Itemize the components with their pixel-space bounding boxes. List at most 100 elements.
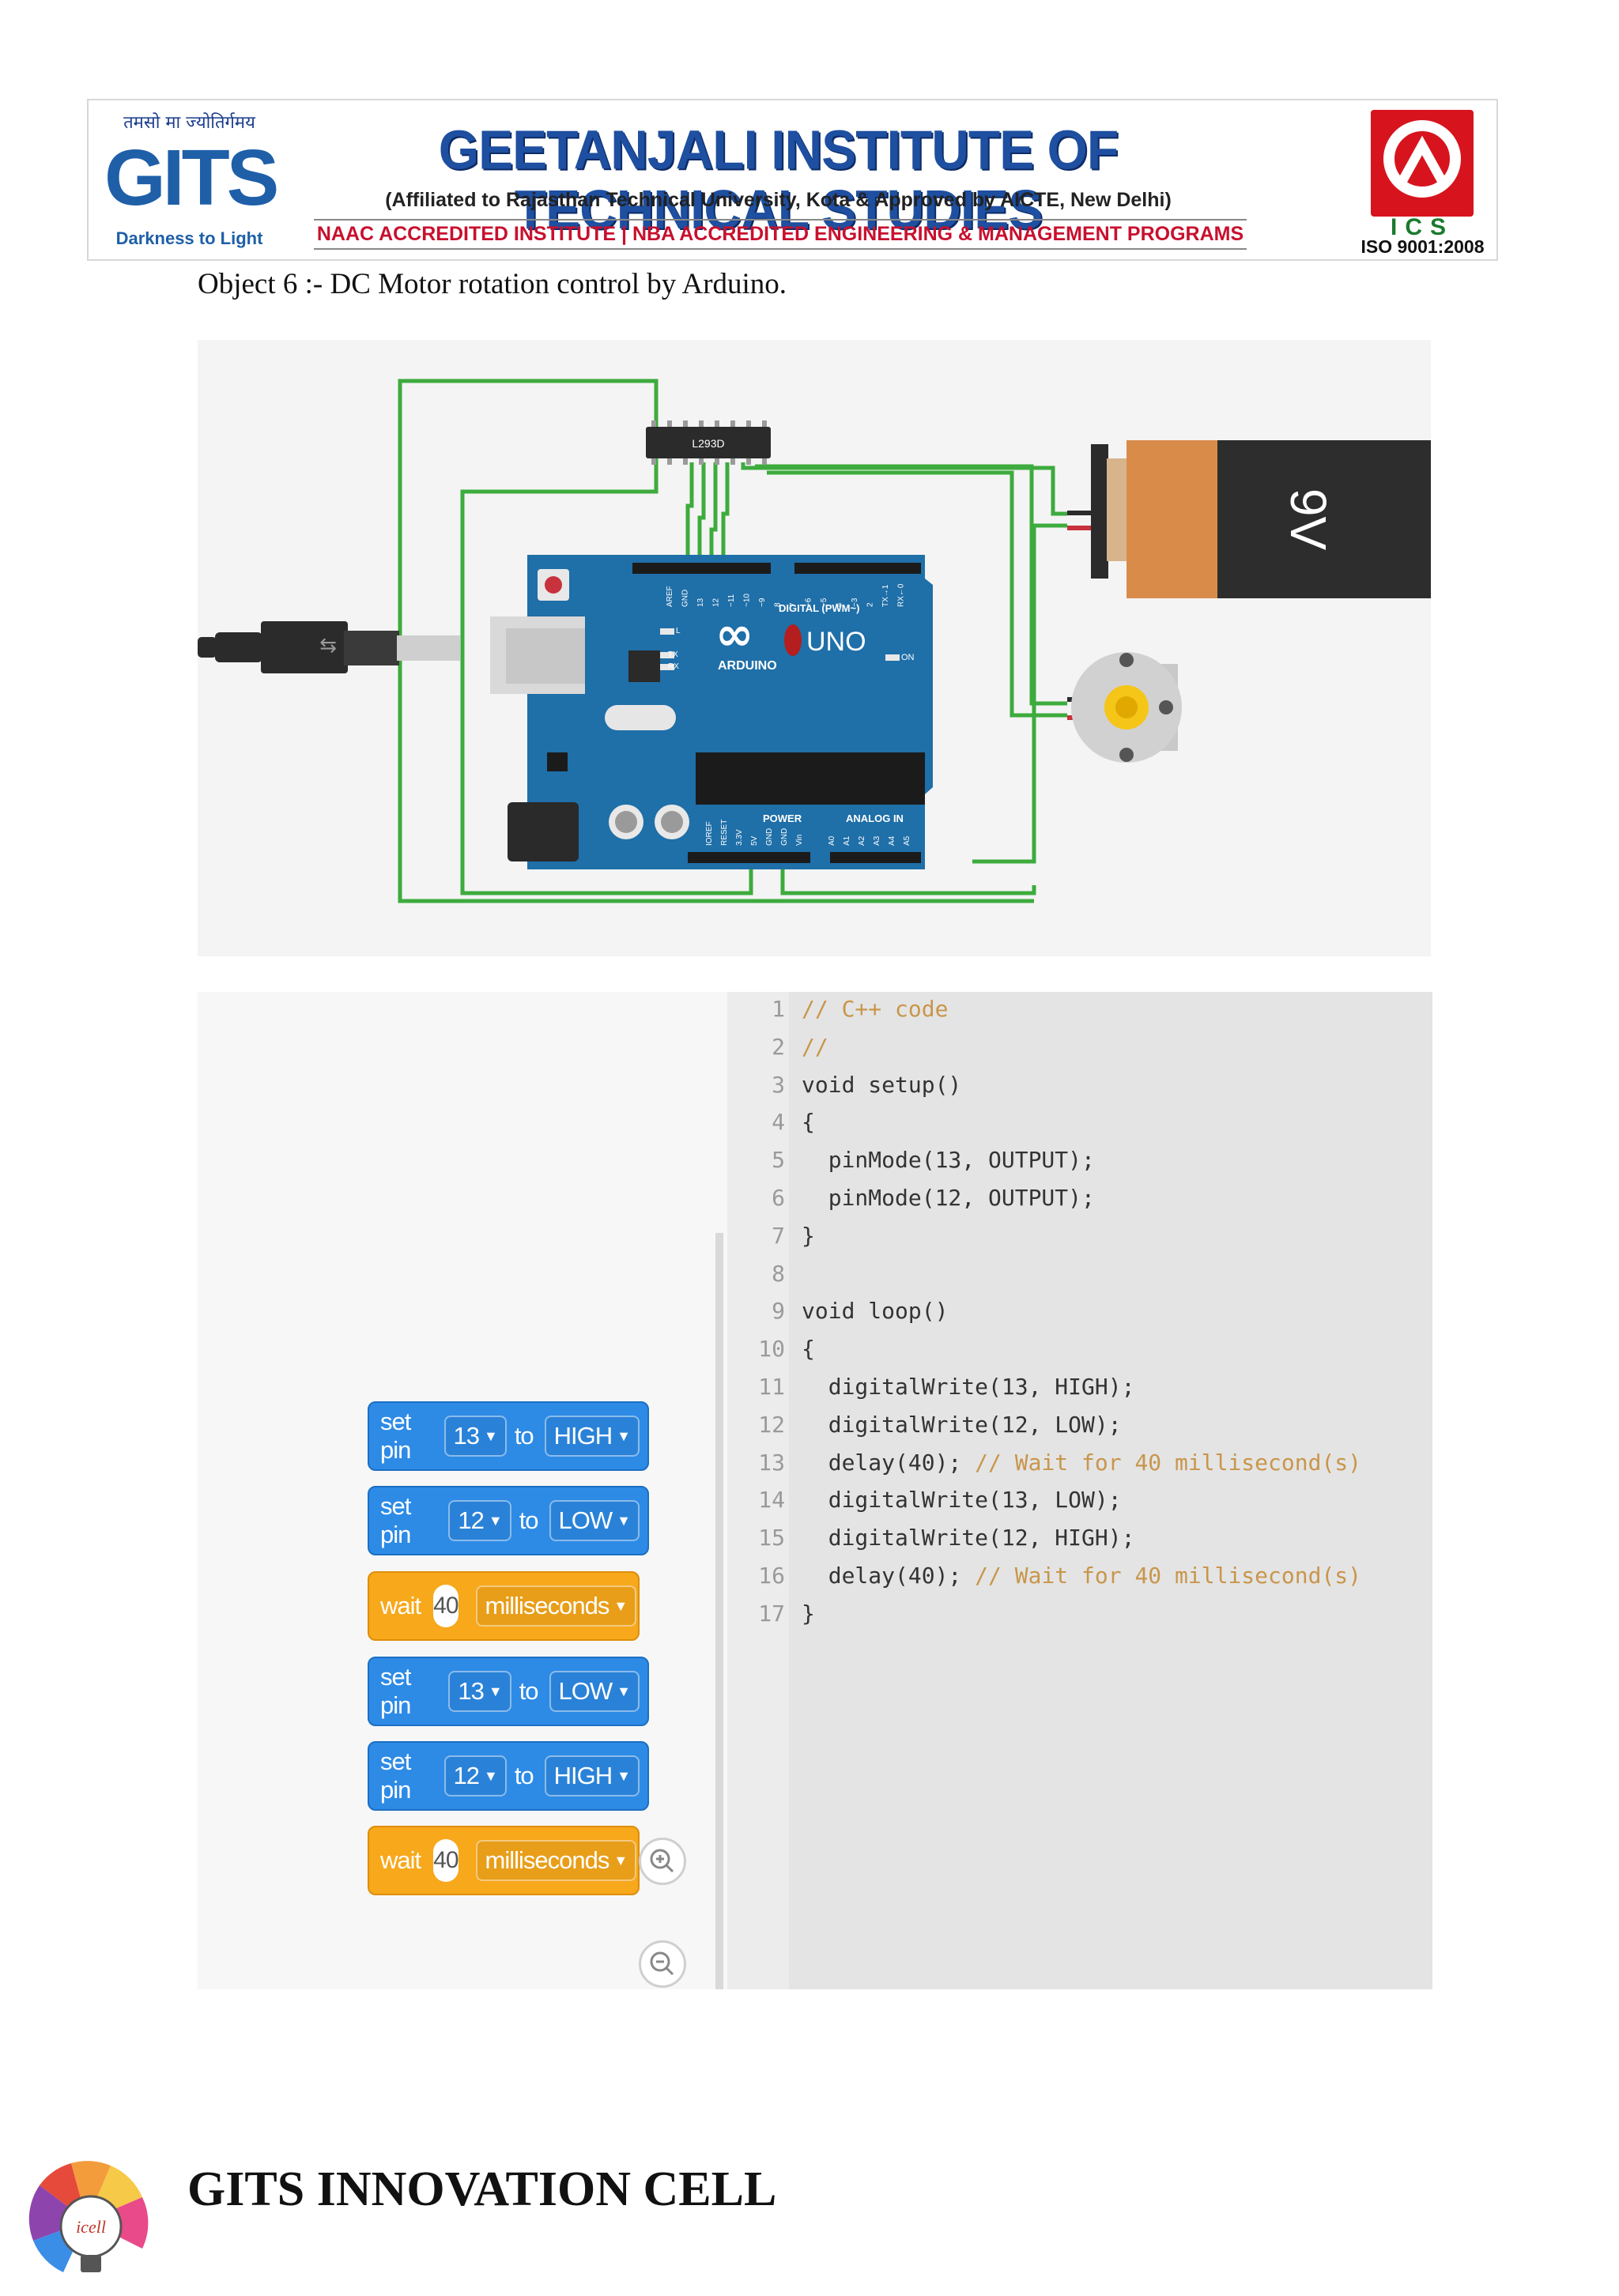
power-header-label: POWER: [763, 812, 802, 824]
pin-label: A4: [888, 835, 896, 846]
caret-down-icon: ▼: [483, 1767, 498, 1784]
pin-label: 3.3V: [735, 829, 744, 846]
line-number: 8: [772, 1261, 785, 1287]
value-dropdown[interactable]: HIGH▼: [544, 1755, 640, 1796]
pin-label: 5V: [750, 835, 759, 846]
code-editor[interactable]: [727, 992, 1432, 1989]
code-line: void loop(): [802, 1298, 949, 1324]
value-dropdown[interactable]: LOW▼: [549, 1671, 640, 1712]
block-label: wait: [380, 1592, 421, 1619]
wires: [398, 379, 1067, 903]
caret-down-icon: ▼: [488, 1683, 503, 1699]
board-brand-label: ARDUINO: [718, 659, 777, 673]
pin-label: 4: [836, 602, 844, 607]
pin-label: IOREF: [705, 821, 714, 846]
set-pin-block[interactable]: set pin 12▼ to LOW▼: [368, 1486, 649, 1555]
zoom-in-button[interactable]: [639, 1838, 686, 1885]
tx-label: TX: [668, 650, 678, 659]
ics-emblem: [1371, 110, 1474, 217]
block-label: to: [519, 1506, 539, 1534]
object-title: Object 6 :- DC Motor rotation control by…: [198, 268, 787, 300]
unit-dropdown[interactable]: milliseconds▼: [475, 1840, 637, 1881]
pin-label: GND: [780, 828, 789, 846]
line-number: 10: [758, 1336, 785, 1362]
block-label: set pin: [380, 1747, 411, 1804]
set-pin-block[interactable]: set pin 12▼ to HIGH▼: [368, 1741, 649, 1811]
analog-header-label: ANALOG IN: [846, 812, 904, 824]
chip-label: L293D: [692, 437, 724, 450]
affiliation-text: (Affiliated to Rajasthan Technical Unive…: [385, 189, 1172, 211]
caret-down-icon: ▼: [617, 1683, 631, 1699]
pin-dropdown[interactable]: 13▼: [443, 1416, 507, 1457]
line-number: 4: [772, 1109, 785, 1135]
wait-amount-input[interactable]: 40: [433, 1839, 459, 1882]
gits-logo-text: GITS: [104, 134, 279, 222]
pin-label: ~9: [758, 598, 767, 607]
code-line: digitalWrite(13, HIGH);: [802, 1374, 1135, 1400]
line-number: 2: [772, 1034, 785, 1060]
l293d-chip: L293D: [646, 420, 771, 465]
ics-logo: ICS ISO 9001:2008: [1353, 110, 1492, 257]
blocks-scrollbar[interactable]: [715, 1233, 723, 1989]
board-model-label: UNO: [806, 627, 866, 657]
svg-text:∞: ∞: [715, 607, 753, 661]
code-line: digitalWrite(12, HIGH);: [802, 1525, 1135, 1551]
pin-label: ~10: [743, 594, 752, 607]
value-dropdown[interactable]: LOW▼: [549, 1500, 640, 1541]
accreditation-text: NAAC ACCREDITED INSTITUTE | NBA ACCREDIT…: [314, 219, 1247, 250]
dc-motor: [1067, 652, 1182, 763]
circuit-diagram: ⇆ ∞ UNO: [198, 340, 1431, 956]
line-number: 9: [772, 1298, 785, 1324]
code-line: //: [802, 1034, 828, 1060]
pin-label: ~11: [727, 594, 736, 607]
pin-label: 12: [712, 598, 721, 607]
pin-label: RX←0: [897, 583, 906, 607]
pin-label: ~6: [805, 598, 813, 607]
wait-block[interactable]: wait 40 milliseconds▼: [368, 1571, 640, 1641]
pin-label: 13: [696, 598, 705, 607]
code-line: pinMode(13, OUTPUT);: [802, 1147, 1095, 1173]
digital-header-label: DIGITAL (PWM~): [779, 602, 859, 614]
line-number-gutter: [727, 992, 789, 1989]
icell-logo-text: icell: [76, 2217, 106, 2237]
block-label: to: [514, 1762, 534, 1789]
line-number: 13: [758, 1450, 785, 1476]
caret-down-icon: ▼: [617, 1512, 631, 1529]
unit-dropdown[interactable]: milliseconds▼: [475, 1585, 637, 1627]
code-line: delay(40); // Wait for 40 millisecond(s): [802, 1563, 1362, 1589]
pin-label: A0: [828, 835, 836, 846]
line-number: 16: [758, 1563, 785, 1589]
institute-name: GEETANJALI INSTITUTE OF TECHNICAL STUDIE…: [438, 119, 1119, 240]
arduino-board: ∞ UNO ARDUINO DIGITAL (PWM~) POWER ANALO…: [490, 555, 933, 869]
pin-dropdown[interactable]: 12▼: [448, 1500, 511, 1541]
wait-amount-input[interactable]: 40: [433, 1585, 459, 1627]
code-line: void setup(): [802, 1072, 962, 1098]
caret-down-icon: ▼: [613, 1852, 628, 1868]
caret-down-icon: ▼: [617, 1427, 631, 1444]
pin-dropdown[interactable]: 12▼: [443, 1755, 507, 1796]
code-line: digitalWrite(13, LOW);: [802, 1487, 1122, 1513]
value-dropdown[interactable]: HIGH▼: [544, 1416, 640, 1457]
code-line: {: [802, 1336, 815, 1362]
pin-dropdown[interactable]: 13▼: [448, 1671, 511, 1712]
pin-label: 2: [866, 602, 875, 607]
line-number: 1: [772, 996, 785, 1022]
code-line: // C++ code: [802, 996, 949, 1022]
line-number: 17: [758, 1600, 785, 1627]
line-number: 12: [758, 1412, 785, 1438]
pin-label: A1: [843, 835, 851, 846]
line-number: 3: [772, 1072, 785, 1098]
wait-block[interactable]: wait 40 milliseconds▼: [368, 1826, 640, 1895]
usb-cable: ⇆: [198, 621, 460, 673]
zoom-out-button[interactable]: [639, 1940, 686, 1988]
set-pin-block[interactable]: set pin 13▼ to LOW▼: [368, 1657, 649, 1726]
pin-label: 7: [789, 602, 798, 607]
rx-label: RX: [668, 662, 679, 671]
pin-label: ~3: [851, 598, 859, 607]
block-label: set pin: [380, 1663, 411, 1719]
block-label: to: [519, 1677, 539, 1705]
set-pin-block[interactable]: set pin 13▼ to HIGH▼: [368, 1401, 649, 1471]
line-number: 5: [772, 1147, 785, 1173]
